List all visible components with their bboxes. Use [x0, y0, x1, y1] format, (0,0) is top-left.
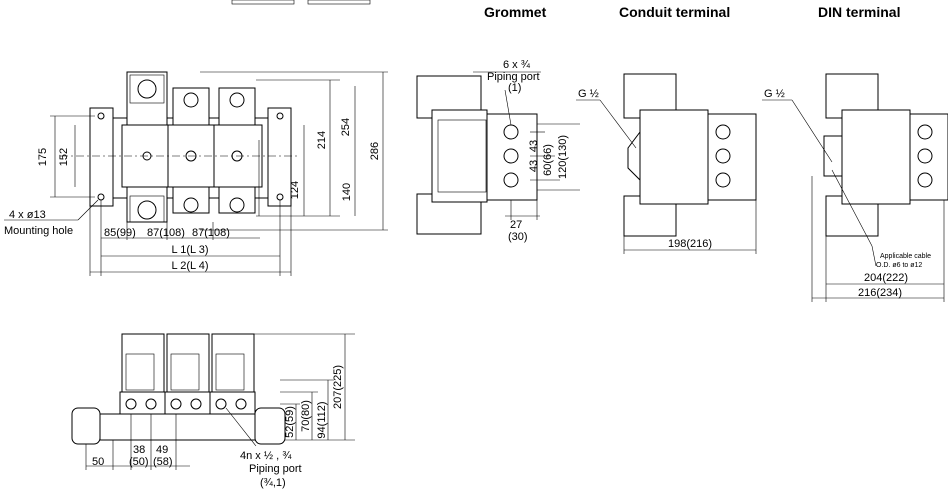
dim-30: (30)	[508, 231, 528, 243]
front-port-label: Piping port	[249, 463, 302, 475]
dim-94: 94(112)	[316, 401, 328, 438]
dim-49: 49	[156, 444, 168, 456]
valve-1-coil	[137, 79, 157, 99]
dim-120: 120(130)	[557, 135, 569, 179]
grommet-port-label: Piping port	[487, 71, 540, 83]
dim-70: 70(80)	[300, 400, 312, 432]
dim-286: 286	[369, 142, 381, 160]
top-view: 175 152 214 254 286 124 140 4 x ø13 Moun…	[4, 71, 388, 276]
dim-204: 204(222)	[864, 272, 908, 284]
din-cable-line2: O.D. ø6 to ø12	[876, 262, 922, 269]
dim-l1: L 1(L 3)	[171, 244, 208, 256]
dim-175: 175	[37, 148, 49, 166]
end-plate-left	[89, 107, 114, 207]
grommet-view: 6 x ¾ Piping port (1) 43 43 60(66) 120(1…	[416, 59, 580, 243]
pitch-87b: 87(108)	[192, 227, 230, 239]
front-manifold-bar	[99, 413, 281, 441]
header-din-terminal: DIN terminal	[818, 4, 901, 20]
dim-43b: 43	[528, 160, 540, 172]
top-tab-2	[307, 0, 371, 5]
dim-152: 152	[58, 148, 70, 166]
dim-43a: 43	[528, 140, 540, 152]
conduit-thread: G ½	[578, 88, 599, 100]
front-port-qty: 4n x ½ , ¾	[240, 450, 292, 462]
pitch-87a: 87(108)	[147, 227, 185, 239]
din-view: G ½ Applicable cable O.D. ø6 to ø12 204(…	[762, 73, 948, 302]
header-conduit-terminal: Conduit terminal	[619, 4, 731, 20]
dim-216: 216(234)	[858, 287, 902, 299]
dim-214: 214	[316, 131, 328, 149]
front-valve-3	[211, 333, 255, 393]
pitch-85: 85(99)	[104, 227, 136, 239]
dim-50: 50	[92, 456, 104, 468]
dim-60: 60(66)	[542, 144, 554, 176]
dim-52: 52(59)	[284, 406, 296, 438]
front-valve-2	[166, 333, 210, 393]
mounting-hole-qty: 4 x ø13	[9, 209, 46, 221]
mounting-hole	[97, 112, 105, 120]
front-view: 207(225) 52(59) 70(80) 94(112) 50 38 (50…	[71, 333, 355, 489]
conduit-view: G ½ 198(216)	[576, 73, 757, 254]
dim-38: 38	[133, 444, 145, 456]
dim-254: 254	[340, 118, 352, 136]
grommet-port-qty: 6 x ¾	[503, 59, 531, 71]
dim-140: 140	[341, 183, 353, 201]
mounting-hole	[276, 112, 284, 120]
front-end-cap-left	[71, 407, 101, 445]
grommet-port-alt: (1)	[508, 82, 521, 94]
grommet-port-block	[486, 113, 538, 201]
din-cable-line1: Applicable cable	[880, 253, 931, 260]
front-end-cap-right	[254, 407, 286, 445]
top-tab-1	[231, 0, 295, 5]
dim-198: 198(216)	[668, 238, 712, 250]
dim-207: 207(225)	[332, 365, 344, 409]
din-thread: G ½	[764, 88, 785, 100]
end-plate-right	[267, 107, 292, 207]
din-port-block	[909, 113, 948, 201]
dim-27: 27	[510, 219, 522, 231]
front-valve-1	[121, 333, 165, 393]
dim-38b: (50)	[129, 456, 149, 468]
header-grommet: Grommet	[484, 4, 547, 20]
dim-l2: L 2(L 4)	[171, 260, 208, 272]
conduit-port-block	[707, 113, 757, 201]
front-port-alt: (¾,1)	[260, 477, 286, 489]
dim-49b: (58)	[153, 456, 173, 468]
mounting-hole-label: Mounting hole	[4, 225, 73, 237]
dim-124: 124	[289, 181, 301, 199]
